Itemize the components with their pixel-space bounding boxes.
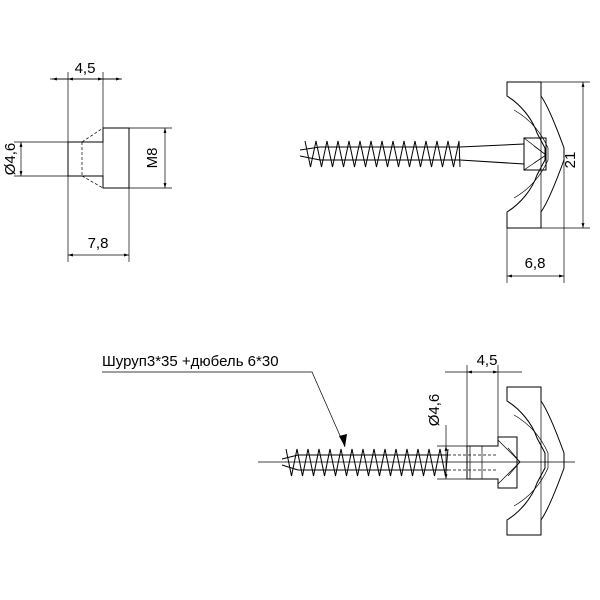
sleeve-view: 4,5 Ø4,6 M8 7,8 <box>2 60 172 262</box>
dim-bottom-width: 4,5 <box>477 352 498 369</box>
dim-top-left-diameter: Ø4,6 <box>2 143 19 176</box>
dim-bottom-diameter: Ø4,6 <box>426 394 443 427</box>
dim-top-right-height: 21 <box>562 152 579 169</box>
dim-top-right-width: 6,8 <box>525 255 546 272</box>
dim-top-left-thread: M8 <box>144 148 161 169</box>
dim-top-left-length: 7,8 <box>88 235 109 252</box>
dim-top-left-width: 4,5 <box>75 60 96 77</box>
fastener-note: Шуруп3*35 +дюбель 6*30 <box>102 353 279 370</box>
screw-cap-assembly-bottom: 4,5 Ø4,6 Шуруп3*35 +дюбель 6*30 <box>102 352 575 536</box>
screw-cap-assembly-top: 21 6,8 <box>299 81 590 283</box>
